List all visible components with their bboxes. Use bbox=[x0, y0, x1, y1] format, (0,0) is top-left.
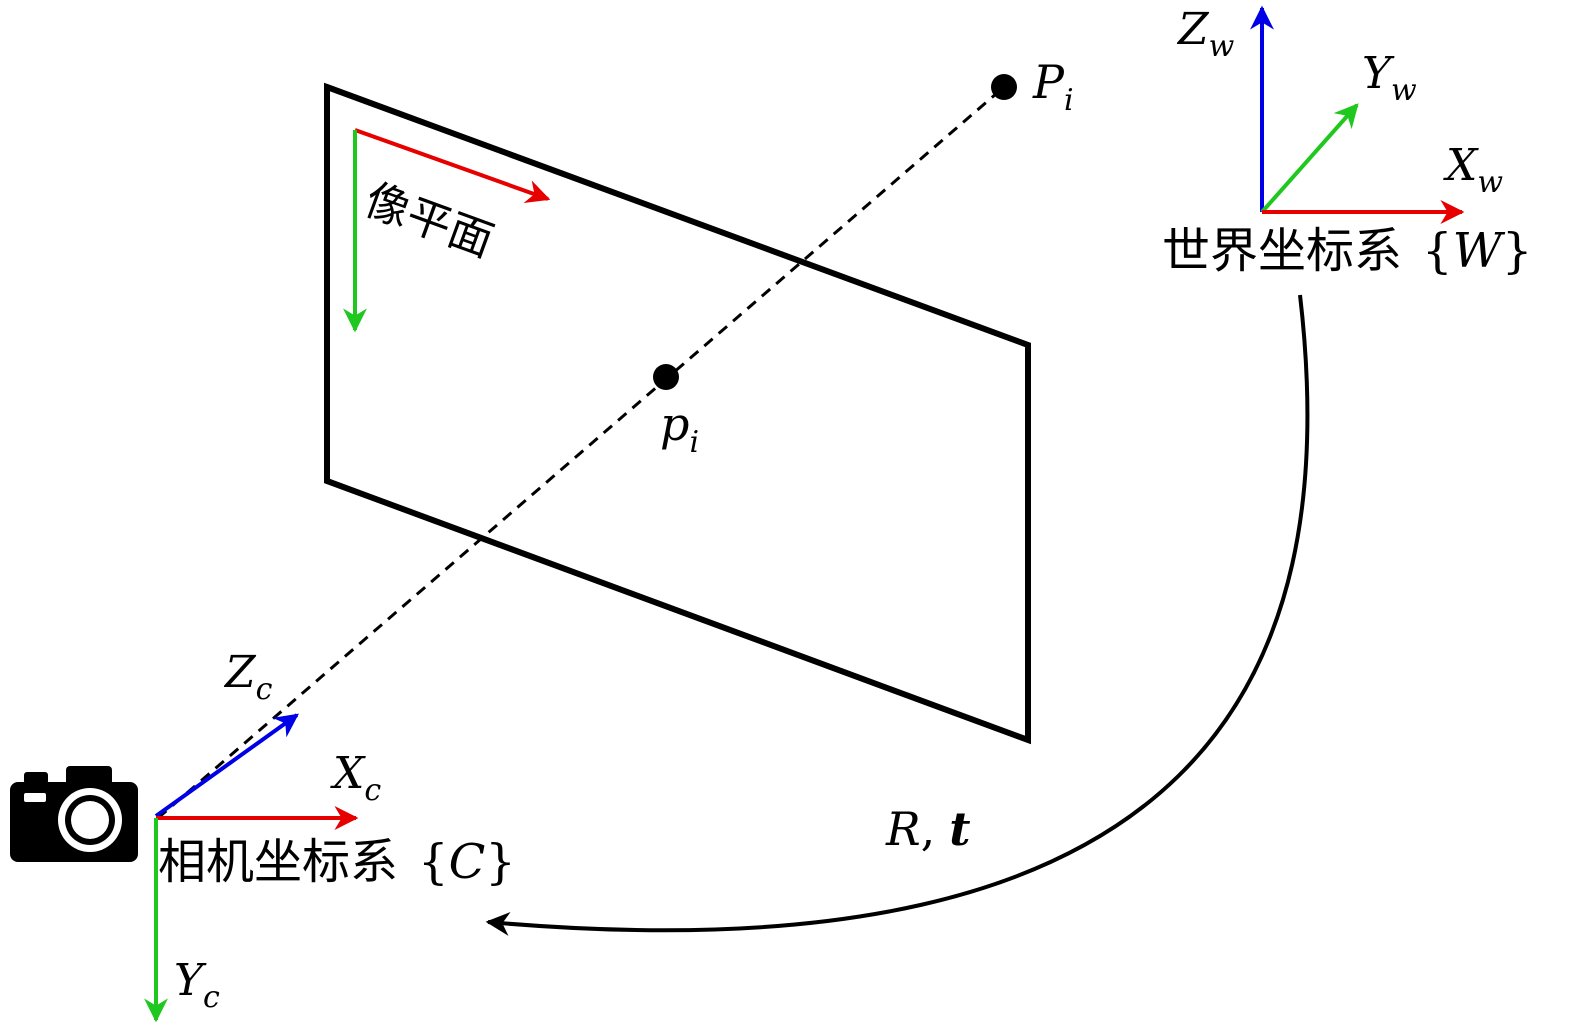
camera-frame: Zc Xc Yc 相机坐标系 {C} bbox=[144, 647, 516, 1023]
camera-frame-title: 相机坐标系 {C} bbox=[158, 834, 516, 890]
camera-y-label: Yc bbox=[174, 955, 220, 1015]
projection-ray bbox=[157, 85, 1005, 820]
world-point-dot bbox=[991, 74, 1017, 100]
world-frame-title: 世界坐标系 {W} bbox=[1162, 223, 1532, 279]
camera-x-label: Xc bbox=[330, 748, 381, 808]
image-plane-label: 像平面 bbox=[358, 174, 499, 267]
transform-label: R,t bbox=[885, 802, 971, 856]
image-point-dot bbox=[653, 364, 679, 390]
image-point-label: pi bbox=[660, 397, 699, 460]
world-frame: Zw Yw Xw 世界坐标系 {W} bbox=[1162, 4, 1532, 279]
world-y-label: Yw bbox=[1362, 48, 1417, 108]
world-y-axis bbox=[1260, 103, 1359, 214]
image-plane-u-axis bbox=[354, 128, 551, 204]
transform-arrow bbox=[485, 294, 1310, 936]
camera-z-axis bbox=[154, 713, 299, 818]
image-plane bbox=[324, 82, 1031, 745]
camera-z-label: Zc bbox=[223, 647, 273, 707]
camera-icon bbox=[10, 766, 138, 862]
world-z-label: Zw bbox=[1176, 4, 1235, 64]
world-x-label: Xw bbox=[1443, 140, 1503, 200]
world-point-label: Pi bbox=[1032, 55, 1074, 118]
